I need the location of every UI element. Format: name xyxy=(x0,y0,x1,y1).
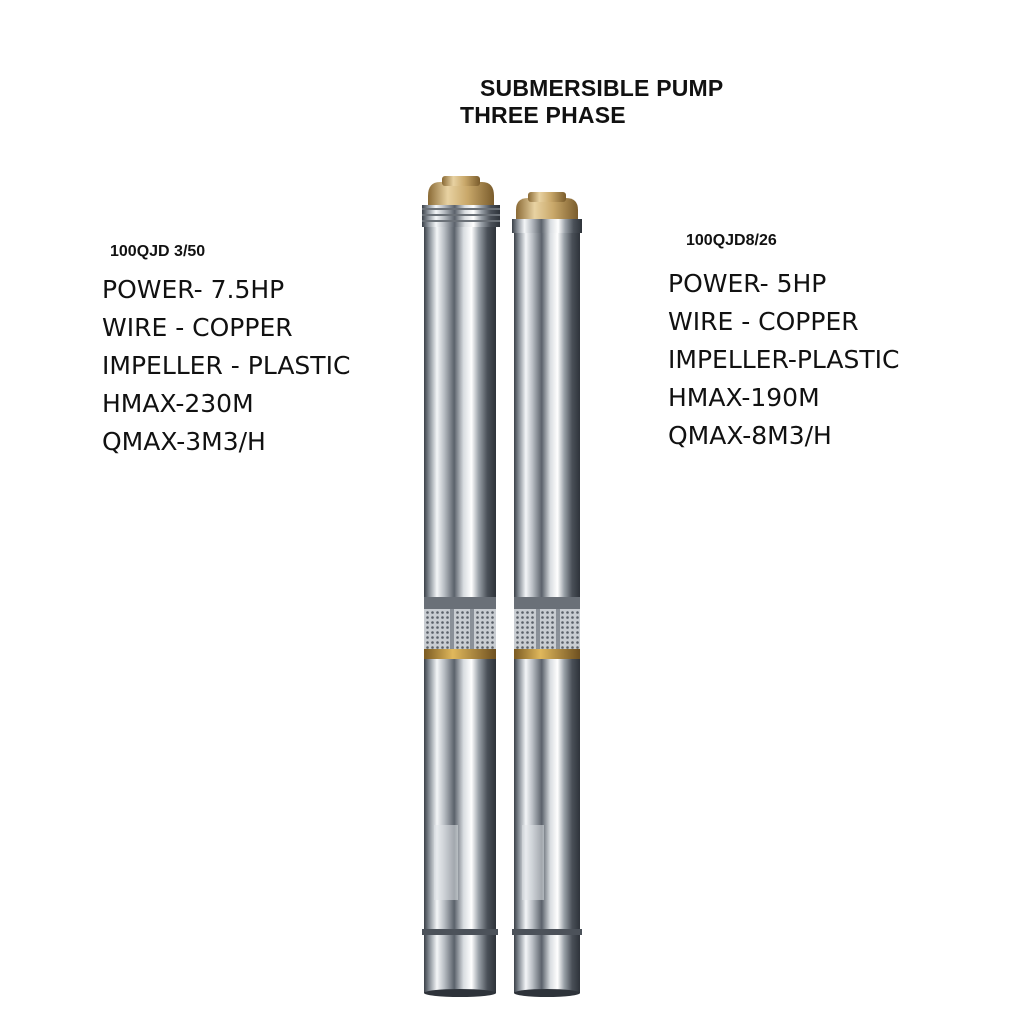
pump-right-model: 100QJD8/26 xyxy=(686,232,777,249)
pump-right-spec-list: POWER- 5HP WIRE - COPPER IMPELLER-PLASTI… xyxy=(668,265,900,455)
pump-right-spec-impeller: IMPELLER-PLASTIC xyxy=(668,345,900,374)
pump-left-spec-power: POWER- 7.5HP xyxy=(102,275,285,304)
pump-right-spec-hmax: HMAX-190M xyxy=(668,383,820,412)
pump-right-body xyxy=(512,192,582,997)
pump-left-spec-wire: WIRE - COPPER xyxy=(102,313,293,342)
pump-left-spec-qmax: QMAX-3M3/H xyxy=(102,427,266,456)
pump-right-spec-power: POWER- 5HP xyxy=(668,269,827,298)
pump-left-spec-impeller: IMPELLER - PLASTIC xyxy=(102,351,351,380)
pump-right-spec-qmax: QMAX-8M3/H xyxy=(668,421,832,450)
pump-left-model: 100QJD 3/50 xyxy=(110,243,206,260)
pump-left-spec-hmax: HMAX-230M xyxy=(102,389,254,418)
pump-left-body xyxy=(422,176,500,997)
page-title-line-2: THREE PHASE xyxy=(460,102,626,128)
page-title-line-1: SUBMERSIBLE PUMP xyxy=(480,75,724,101)
pump-left-spec-list: POWER- 7.5HP WIRE - COPPER IMPELLER - PL… xyxy=(102,271,350,461)
pump-right-spec-wire: WIRE - COPPER xyxy=(668,307,859,336)
